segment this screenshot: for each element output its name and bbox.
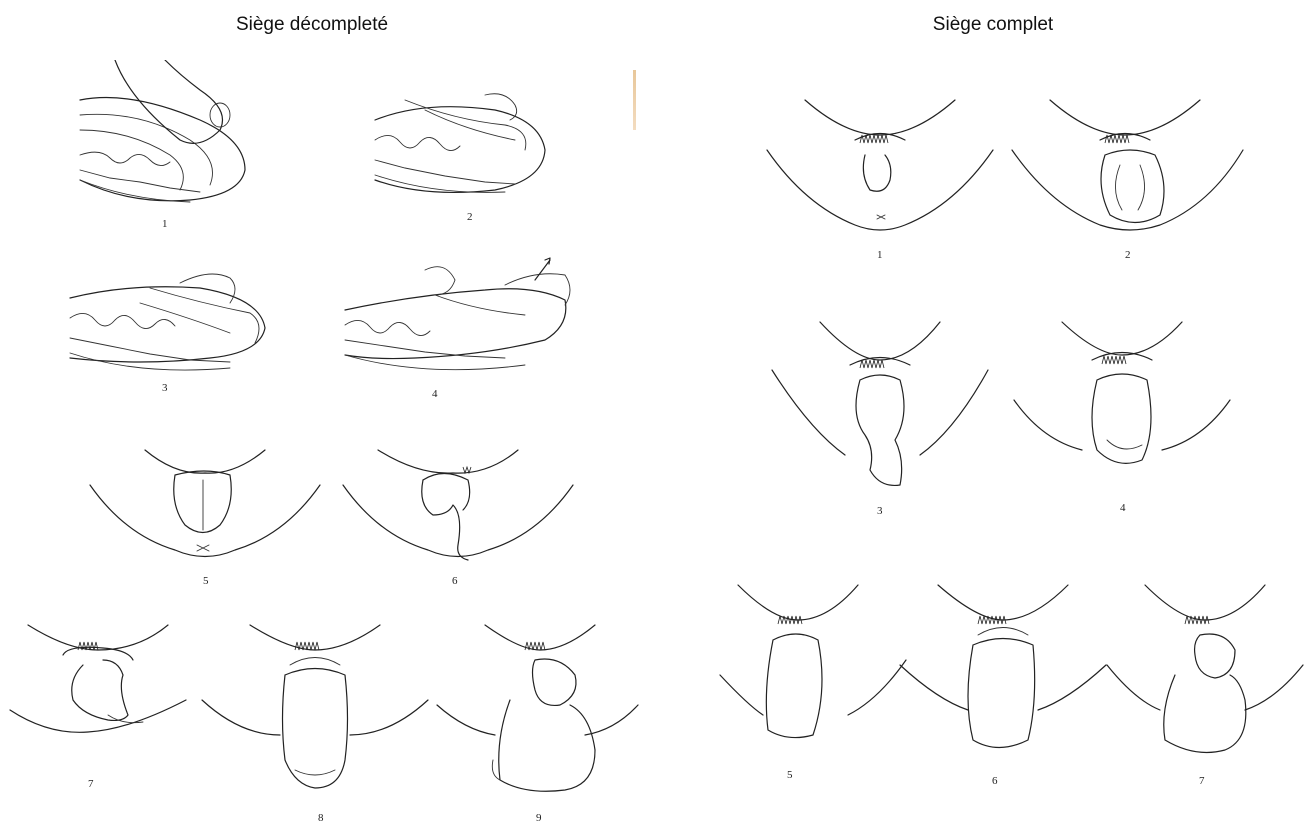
- left-fig-3-label: 3: [162, 382, 168, 394]
- right-fig-6-label: 6: [992, 775, 998, 787]
- right-fig-5-label: 5: [787, 769, 793, 781]
- left-fig-5-label: 5: [203, 575, 209, 587]
- figure-9: [435, 620, 640, 800]
- figure-2: [365, 80, 555, 210]
- page-edge: [633, 70, 636, 130]
- left-fig-2-label: 2: [467, 211, 473, 223]
- right-fig-3-label: 3: [877, 505, 883, 517]
- right-fig-7-label: 7: [1199, 775, 1205, 787]
- left-title: Siège décompleté: [162, 14, 462, 36]
- figure-c6: [898, 580, 1108, 765]
- figure-1: [70, 60, 260, 210]
- right-fig-2-label: 2: [1125, 249, 1131, 261]
- left-fig-8-label: 8: [318, 812, 324, 824]
- figure-7: [8, 620, 188, 750]
- figure-c4: [1012, 320, 1232, 500]
- left-fig-9-label: 9: [536, 812, 542, 824]
- right-fig-4-label: 4: [1120, 502, 1126, 514]
- right-title: Siège complet: [843, 14, 1143, 36]
- figure-6: [338, 445, 578, 570]
- figure-c2: [1010, 95, 1245, 245]
- figure-c3: [770, 320, 990, 500]
- left-fig-7-label: 7: [88, 778, 94, 790]
- figure-5: [85, 445, 325, 570]
- figure-c1: [765, 95, 995, 245]
- figure-c7: [1105, 580, 1305, 765]
- right-fig-1-label: 1: [877, 249, 883, 261]
- figure-8: [200, 620, 430, 795]
- left-fig-6-label: 6: [452, 575, 458, 587]
- left-fig-4-label: 4: [432, 388, 438, 400]
- figure-3: [60, 258, 280, 383]
- figure-4: [335, 240, 575, 385]
- figure-c5: [718, 580, 908, 755]
- left-fig-1-label: 1: [162, 218, 168, 230]
